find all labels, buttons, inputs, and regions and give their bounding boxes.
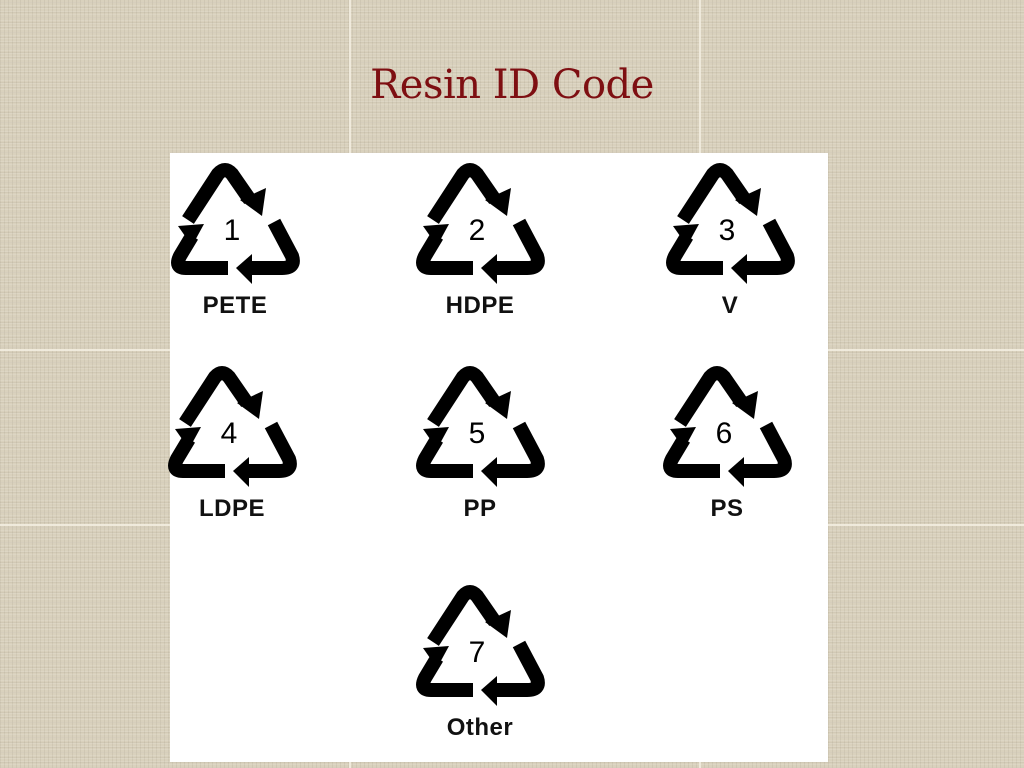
svg-text:4: 4	[221, 417, 238, 450]
resin-code-4: 4 LDPE	[152, 363, 312, 523]
recycling-triangle-icon: 3	[665, 160, 795, 290]
recycling-triangle-icon: 6	[662, 363, 792, 493]
svg-text:1: 1	[224, 214, 241, 247]
resin-code-1: 1 PETE	[155, 160, 315, 320]
svg-text:2: 2	[469, 214, 486, 247]
resin-code-6: 6 PS	[647, 363, 807, 523]
resin-code-label: HDPE	[445, 292, 515, 319]
resin-code-7: 7 Other	[400, 582, 560, 742]
resin-code-2: 2 HDPE	[400, 160, 560, 320]
resin-code-label: Other	[446, 714, 514, 741]
slide-title: Resin ID Code	[370, 62, 654, 108]
resin-code-5: 5 PP	[400, 363, 560, 523]
resin-code-label: PS	[710, 495, 744, 522]
svg-text:5: 5	[469, 417, 486, 450]
resin-code-label: PETE	[202, 292, 268, 319]
svg-text:6: 6	[716, 417, 733, 450]
recycling-triangle-icon: 5	[415, 363, 545, 493]
recycling-triangle-icon: 2	[415, 160, 545, 290]
svg-text:3: 3	[719, 214, 736, 247]
recycling-triangle-icon: 7	[415, 582, 545, 712]
recycling-triangle-icon: 1	[170, 160, 300, 290]
resin-codes-panel	[170, 153, 828, 762]
resin-code-label: PP	[463, 495, 497, 522]
svg-text:7: 7	[469, 636, 486, 669]
resin-code-label: LDPE	[198, 495, 265, 522]
resin-code-label: V	[721, 292, 739, 319]
recycling-triangle-icon: 4	[167, 363, 297, 493]
resin-code-3: 3 V	[650, 160, 810, 320]
